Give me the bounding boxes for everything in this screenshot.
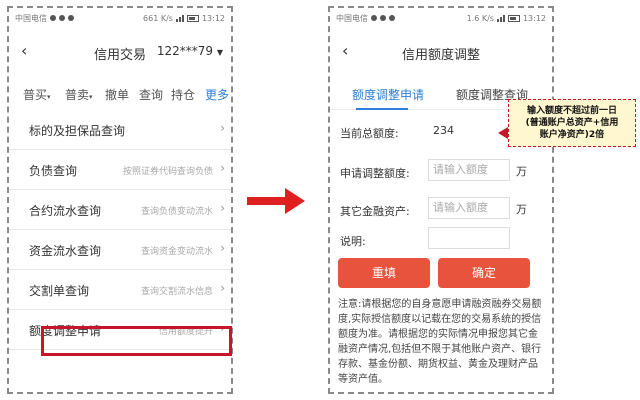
arrow-head-icon [285,188,305,214]
menu-item-delivery-query[interactable]: 交割单查询 查询交割流水信息 › [9,270,231,310]
other-assets-label: 其它金融资产: [340,205,410,218]
notification-icon [50,15,56,21]
menu-item-label: 合约流水查询 [29,204,102,218]
menu-item-label: 资金流水查询 [29,244,102,258]
menu-item-collateral-query[interactable]: 标的及担保品查询 › [9,110,231,150]
callout-line: 账户净资产)2倍 [539,130,605,140]
battery-icon [186,14,199,22]
note-input[interactable] [428,227,510,249]
battery-icon [507,14,520,22]
notification-icon [389,15,395,21]
reset-button[interactable]: 重填 [338,258,430,288]
signal-icon [496,14,505,22]
menu-item-label: 交割单查询 [29,284,90,298]
status-bar: 中国电信 1.6 K/s 13:12 [330,8,552,28]
chevron-right-icon: › [220,241,225,255]
callout-annotation: 输入额度不超过前一日 (普通账户总资产+信用 账户净资产)2倍 [508,99,636,147]
chevron-right-icon: › [220,121,225,135]
notification-icon [371,15,377,21]
network-speed: 661 K/s [143,13,173,23]
menu-item-debt-query[interactable]: 负债查询 按照证券代码查询负债 › [9,150,231,190]
back-chevron-icon[interactable]: ‹ [342,41,349,60]
account-number: 122***79 [156,44,214,58]
back-chevron-icon[interactable]: ‹ [21,41,28,60]
carrier-label: 中国电信 [15,13,47,23]
callout-line: (普通账户总资产+信用 [525,118,619,128]
caret-icon: ▾ [47,93,51,101]
menu-item-fund-flow-query[interactable]: 资金流水查询 查询资金变动流水 › [9,230,231,270]
arrow-right-icon [247,197,287,205]
carrier-label: 中国电信 [336,13,368,23]
menu-item-contract-flow-query[interactable]: 合约流水查询 查询负债变动流水 › [9,190,231,230]
dropdown-caret-icon: ▼ [216,48,223,57]
network-speed: 1.6 K/s [466,13,494,23]
tab-sell[interactable]: 普卖▾ [65,88,93,102]
menu-item-hint: 查询交割流水信息 [140,287,213,297]
notice-text: 注意:请根据您的自身意愿申请融资融券交易额度,实际授信额度以记载在您的交易系统的… [338,299,542,385]
chevron-right-icon: › [220,201,225,215]
clock: 13:12 [201,13,225,23]
other-assets-unit: 万 [516,203,527,216]
nav-bar: ‹ 信用额度调整 [330,41,552,64]
signal-icon [175,14,184,22]
other-assets-input[interactable]: 请输入额度 [428,197,510,219]
current-total-value: 234 [428,120,510,142]
apply-quota-label: 申请调整额度: [340,167,410,180]
apply-quota-unit: 万 [516,165,527,178]
menu-item-hint: 信用额度提升 [158,327,213,337]
caret-icon: ▾ [89,93,93,101]
highlight-box [41,326,232,356]
status-bar: 中国电信 661 K/s 13:12 [9,8,231,28]
page-title: 信用额度调整 [401,48,480,63]
menu-item-hint: 按照证券代码查询负债 [122,167,213,177]
current-total-label: 当前总额度: [340,127,399,140]
chevron-right-icon: › [220,281,225,295]
note-label: 说明: [340,235,366,248]
menu-item-label: 标的及担保品查询 [29,124,126,138]
chevron-right-icon: › [220,161,225,175]
nav-bar: ‹ 信用交易 122***79 ▼ [9,41,231,64]
tab-quota-apply[interactable]: 额度调整申请 [352,88,425,102]
menu-item-hint: 查询负债变动流水 [140,207,213,217]
tab-query[interactable]: 查询 [139,88,164,102]
callout-pointer-icon [498,127,508,139]
menu-item-hint: 查询资金变动流水 [140,247,213,257]
page-title: 信用交易 [93,48,146,63]
trade-tabs: 普买▾ 普卖▾ 撤单 查询 持仓 更多 [9,86,231,104]
tab-positions[interactable]: 持仓 [171,88,196,102]
subtab-bar: 额度调整申请 额度调整查询 [330,82,552,110]
apply-quota-input[interactable]: 请输入额度 [428,159,510,181]
tab-buy[interactable]: 普买▾ [23,88,51,102]
right-phone-screen: 中国电信 1.6 K/s 13:12 ‹ 信用额度调整 额度调整申请 额度调整查… [328,6,554,394]
tab-cancel[interactable]: 撤单 [105,88,130,102]
clock: 13:12 [522,13,546,23]
confirm-button[interactable]: 确定 [438,258,530,288]
notification-icon [68,15,74,21]
tab-more[interactable]: 更多 [205,88,230,102]
notification-icon [380,15,386,21]
menu-item-label: 负债查询 [29,164,78,178]
active-tab-underline [356,108,408,110]
account-selector[interactable]: 122***79 ▼ [157,44,223,58]
tab-quota-query[interactable]: 额度调整查询 [456,88,529,102]
callout-line: 输入额度不超过前一日 [526,106,617,116]
notification-icon [59,15,65,21]
